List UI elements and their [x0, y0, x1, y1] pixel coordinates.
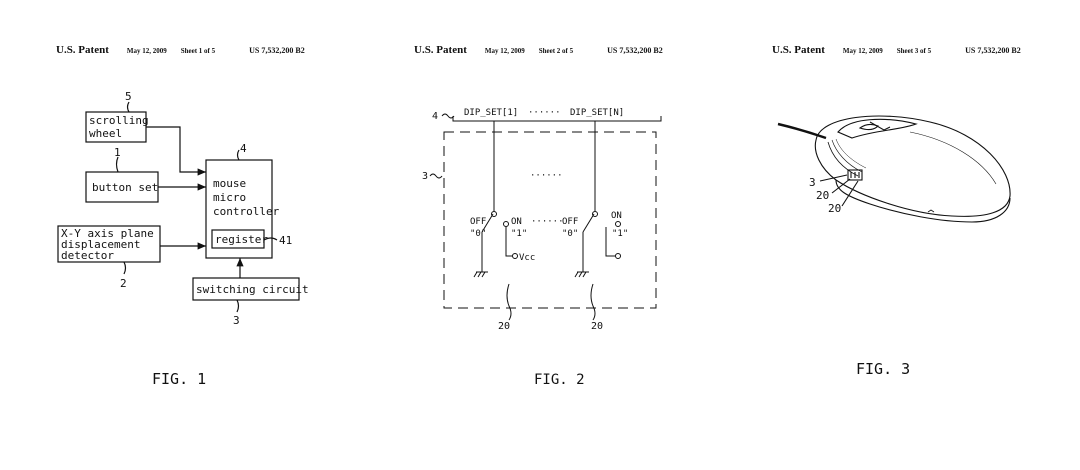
ref-4: 4	[240, 142, 247, 155]
ref-3: 3	[233, 314, 240, 327]
switch-1-on: ON	[511, 217, 522, 227]
sheet-3-header: U.S. Patent May 12, 2009 Sheet 3 of 5 US…	[772, 40, 1021, 58]
patent-number: US 7,532,200 B2	[965, 46, 1021, 55]
mcu-label-3: controller	[213, 205, 280, 218]
row-dots: ······	[531, 217, 564, 227]
fig2-circuit-diagram: 4 3 DIP_SET[1] ······ DIP_SET[N] ······ …	[422, 108, 662, 332]
switching-circuit-box	[192, 277, 300, 301]
mcu-label-1: mouse	[213, 177, 246, 190]
register-label: register	[215, 233, 268, 246]
button-set-label: button set	[92, 181, 158, 194]
register-box	[211, 229, 265, 249]
dip-set-1-label: DIP_SET[1]	[464, 108, 518, 118]
ref-20-b: 20	[828, 202, 841, 215]
sheet-number: Sheet 1 of 5	[180, 47, 216, 55]
patent-date: May 12, 2009	[842, 47, 883, 55]
switch-1-zero: "0"	[470, 229, 486, 239]
ref-5: 5	[125, 90, 132, 103]
ref-41: 41	[279, 234, 292, 247]
fig1-block-diagram: scrolling wheel 5 button set 1 X-Y axis …	[57, 90, 309, 327]
middle-dots: ······	[530, 171, 563, 181]
mouse-buttons	[837, 118, 918, 139]
sheet-2-header: U.S. Patent May 12, 2009 Sheet 2 of 5 US…	[414, 40, 663, 58]
switch-1-lever	[481, 213, 494, 233]
switch-n-one: "1"	[612, 229, 628, 239]
dip-set-n-label: DIP_SET[N]	[570, 108, 624, 118]
xy-label-2: displacement	[61, 238, 140, 251]
switch-housing	[443, 131, 657, 309]
ref-20-left: 20	[498, 321, 510, 332]
ref-3: 3	[422, 171, 428, 182]
patent-label: U.S. Patent	[414, 44, 467, 56]
patent-number: US 7,532,200 B2	[249, 46, 305, 55]
patent-label: U.S. Patent	[56, 44, 109, 56]
switch-1-off: OFF	[470, 217, 486, 227]
fig2-caption: FIG. 2	[534, 372, 585, 388]
dip-switch	[847, 169, 863, 181]
sheet-2: U.S. Patent May 12, 2009 Sheet 2 of 5 US…	[360, 0, 720, 470]
fig3-mouse-drawing: 3 20 20	[777, 115, 1011, 223]
switching-label: switching circuit	[196, 283, 309, 296]
patent-date: May 12, 2009	[484, 47, 525, 55]
switch-1-one: "1"	[511, 229, 527, 239]
sheet-1-header: U.S. Patent May 12, 2009 Sheet 1 of 5 US…	[56, 40, 305, 58]
sheet-1: U.S. Patent May 12, 2009 Sheet 1 of 5 US…	[0, 0, 360, 470]
ref-3: 3	[809, 176, 816, 189]
scrolling-label-2: wheel	[89, 127, 122, 140]
fig1-caption: FIG. 1	[152, 370, 207, 388]
scroll-wheel	[858, 123, 879, 131]
dip-bus	[452, 116, 662, 122]
fig3-caption: FIG. 3	[856, 360, 911, 378]
xy-label-1: X-Y axis plane	[61, 227, 154, 240]
mcu-label-2: micro	[213, 191, 246, 204]
dip-dots: ······	[528, 108, 561, 118]
ref-4: 4	[432, 111, 438, 122]
sheet-number: Sheet 2 of 5	[538, 47, 574, 55]
ref-1: 1	[114, 146, 121, 159]
xy-label-3: detector	[61, 249, 114, 262]
xy-detector-box	[57, 225, 161, 263]
patent-label: U.S. Patent	[772, 44, 825, 56]
switch-n-on: ON	[611, 211, 622, 221]
switch-n-zero: "0"	[562, 229, 578, 239]
sheet-number: Sheet 3 of 5	[896, 47, 932, 55]
scrolling-label-1: scrolling	[89, 114, 149, 127]
ref-2: 2	[120, 277, 127, 290]
switch-n-off: OFF	[562, 217, 578, 227]
vcc-label: Vcc	[519, 253, 535, 263]
patent-date: May 12, 2009	[126, 47, 167, 55]
patent-number: US 7,532,200 B2	[607, 46, 663, 55]
ref-20-right: 20	[591, 321, 603, 332]
switch-n-lever	[582, 213, 595, 233]
ref-20-a: 20	[816, 189, 829, 202]
sheet-3: U.S. Patent May 12, 2009 Sheet 3 of 5 US…	[720, 0, 1080, 470]
